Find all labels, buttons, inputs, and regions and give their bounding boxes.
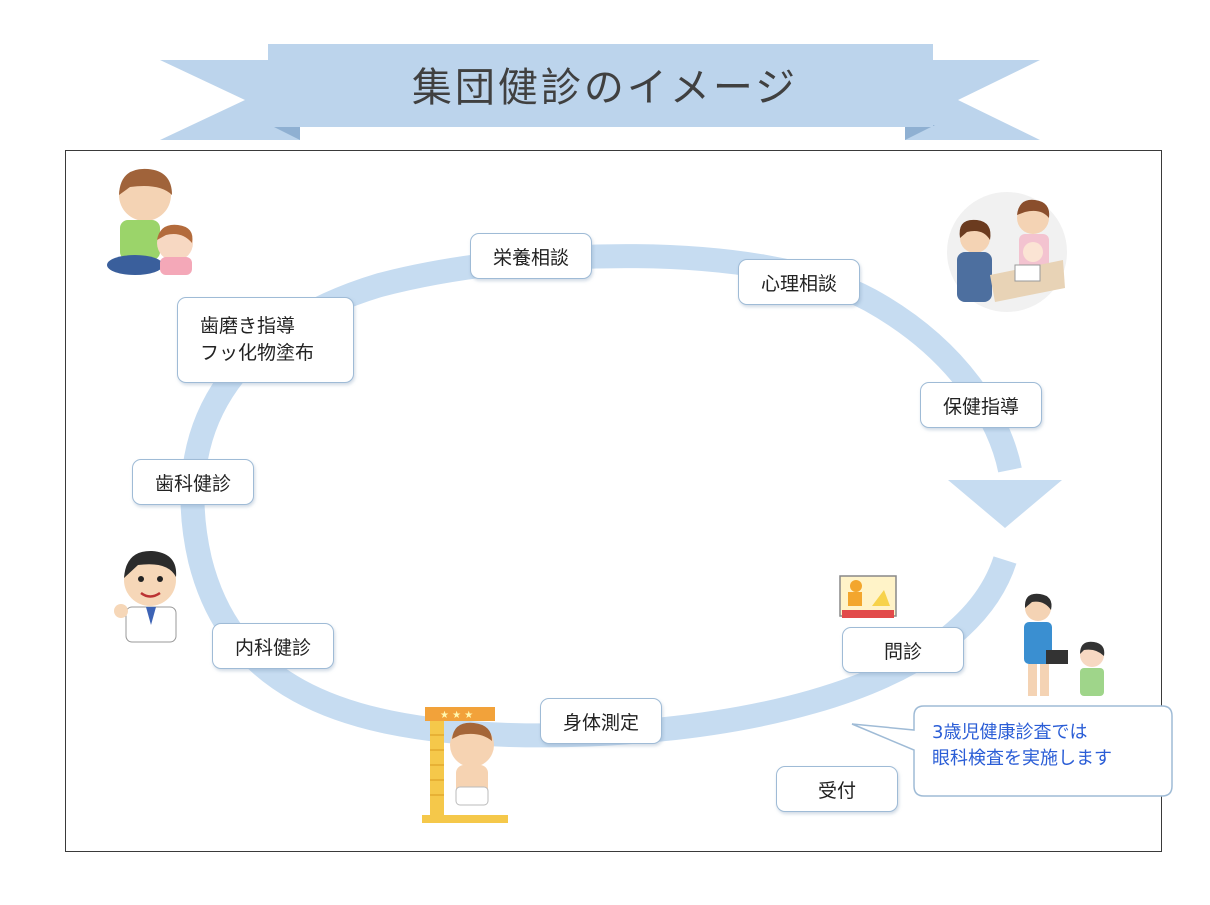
banner-right-tail bbox=[905, 60, 1040, 140]
label-reception: 受付 bbox=[776, 766, 898, 812]
diagram-frame bbox=[65, 150, 1162, 852]
height-measure-illustration: ★ ★ ★ bbox=[422, 707, 508, 823]
callout-text: 3歳児健康診査では 眼科検査を実施します bbox=[932, 722, 1112, 769]
shapes-test-icon bbox=[839, 575, 897, 618]
dental-care-illustration bbox=[107, 168, 193, 275]
banner-band bbox=[268, 44, 933, 127]
callout-bubble bbox=[851, 705, 1173, 797]
title-banner bbox=[160, 44, 1040, 140]
banner-left-tail bbox=[160, 60, 300, 140]
page-title: 集団健診のイメージ bbox=[411, 65, 799, 111]
label-dental: 歯科健診 bbox=[132, 459, 254, 505]
psychology-consult-illustration bbox=[947, 192, 1067, 312]
venue-photo bbox=[315, 335, 885, 645]
label-brushing: 歯磨き指導 フッ化物塗布 bbox=[177, 297, 354, 383]
label-health-guidance: 保健指導 bbox=[920, 382, 1042, 428]
label-nutrition: 栄養相談 bbox=[470, 233, 592, 279]
label-psychology: 心理相談 bbox=[738, 259, 860, 305]
svg-text:★ ★ ★: ★ ★ ★ bbox=[440, 710, 473, 721]
cycle-arrow-ring bbox=[180, 244, 1022, 748]
cycle-arrow-head bbox=[948, 480, 1062, 528]
label-internal: 内科健診 bbox=[212, 623, 334, 669]
label-interview: 問診 bbox=[842, 627, 964, 673]
doctor-illustration bbox=[114, 550, 177, 643]
vision-test-illustration bbox=[1024, 593, 1105, 696]
label-body-measure: 身体測定 bbox=[540, 698, 662, 744]
